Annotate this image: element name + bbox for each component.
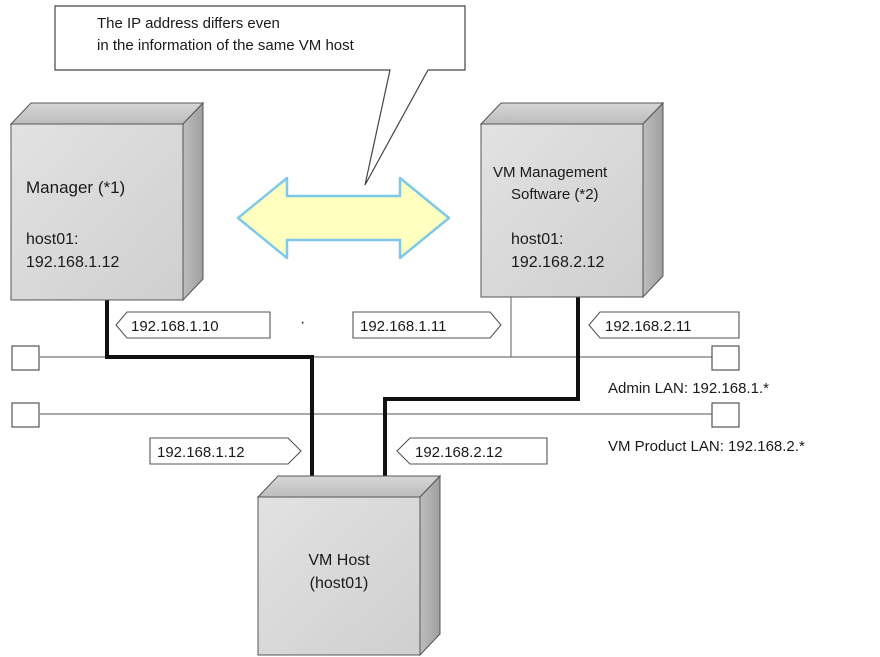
manager-host-label: host01:	[26, 231, 78, 248]
admin-lan-left-terminal	[11, 345, 40, 371]
callout-bubble: The IP address differs even in the infor…	[54, 5, 466, 186]
vm-host-server: VM Host (host01)	[256, 474, 442, 657]
vmm-to-host-path	[383, 297, 580, 478]
manager-to-host-path	[105, 300, 314, 478]
svg-text:192.168.1.12: 192.168.1.12	[157, 444, 245, 461]
admin-lan-label: Admin LAN: 192.168.1.*	[608, 380, 769, 397]
communication-paths	[105, 297, 580, 478]
vm-host-title-line-2: (host01)	[310, 575, 369, 592]
ip-tag-host-product: 192.168.2.12	[396, 437, 548, 465]
ip-tag-host-admin: 192.168.1.12	[149, 437, 302, 465]
product-lan-right-terminal	[711, 402, 740, 428]
product-lan-left-terminal	[11, 402, 40, 428]
vmm-host-label: host01:	[511, 231, 563, 248]
callout-line-1: The IP address differs even	[97, 15, 280, 32]
admin-lan-right-terminal	[711, 345, 740, 371]
bidirectional-arrow-icon	[236, 176, 451, 260]
svg-text:192.168.2.12: 192.168.2.12	[415, 444, 503, 461]
vm-management-server: VM Management Software (*2) host01: 192.…	[479, 101, 665, 299]
manager-host-ip: 192.168.1.12	[26, 254, 120, 271]
svg-text:192.168.2.11: 192.168.2.11	[605, 318, 691, 335]
manager-title: Manager (*1)	[26, 178, 125, 197]
stray-mark: ·	[300, 314, 305, 331]
vmm-host-ip: 192.168.2.12	[511, 254, 605, 271]
vm-product-lan-label: VM Product LAN: 192.168.2.*	[608, 438, 805, 455]
ip-tag-vmm-admin: 192.168.1.11	[352, 311, 502, 339]
ip-tag-manager-admin: 192.168.1.10	[115, 311, 271, 339]
callout-line-2: in the information of the same VM host	[97, 37, 355, 54]
vmm-title-line-2: Software (*2)	[511, 186, 599, 203]
manager-server: Manager (*1) host01: 192.168.1.12	[9, 101, 205, 302]
svg-text:192.168.1.10: 192.168.1.10	[131, 318, 219, 335]
vm-host-title-line-1: VM Host	[308, 552, 370, 569]
vmm-title-line-1: VM Management	[493, 164, 608, 181]
svg-text:192.168.1.11: 192.168.1.11	[360, 318, 446, 335]
ip-tag-vmm-product: 192.168.2.11	[588, 311, 740, 339]
